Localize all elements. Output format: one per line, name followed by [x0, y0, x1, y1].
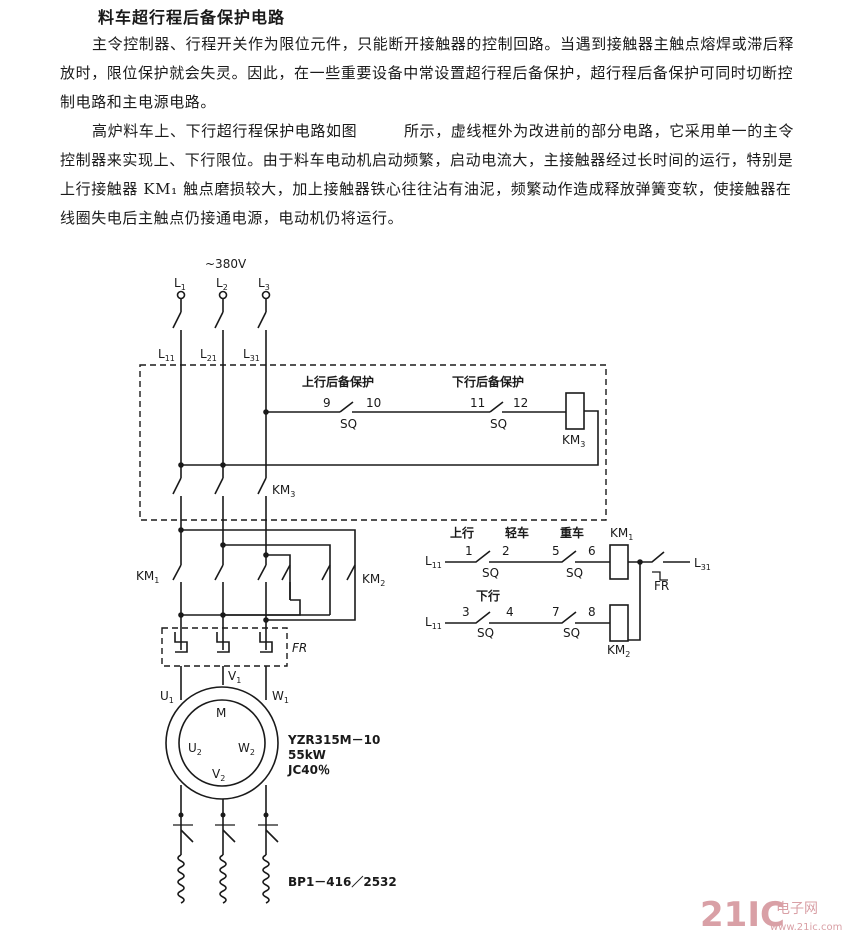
motor-duty: JC40％ — [287, 763, 330, 777]
phase-label-l1: L1 — [174, 276, 186, 292]
contact-8: 8 — [588, 605, 596, 619]
km1-coil — [609, 544, 629, 580]
resistor-label: BP1－416／2532 — [288, 874, 397, 889]
down-backup-label: 下行后备保护 — [452, 374, 524, 389]
line-l31: L31 — [694, 556, 711, 572]
heavy-load-label: 重车 — [560, 525, 584, 540]
contact-1: 1 — [465, 544, 473, 558]
motor-outer — [165, 686, 279, 800]
km1-contact-label: KM1 — [136, 569, 159, 585]
contact-11: 11 — [470, 396, 485, 410]
sq-down-label: SQ — [477, 626, 494, 640]
line-l11-upper: L11 — [425, 554, 442, 570]
fr-heaters — [174, 632, 273, 653]
light-load-label: 轻车 — [505, 525, 529, 540]
contact-9: 9 — [323, 396, 331, 410]
branch-label-l21: L21 — [200, 347, 217, 363]
phase-label-l2: L2 — [216, 276, 228, 292]
contact-6: 6 — [588, 544, 596, 558]
terminal-w1: W1 — [272, 689, 289, 705]
motor-rotor — [178, 699, 266, 787]
branch-label-l11: L11 — [158, 347, 175, 363]
main-switch — [172, 299, 267, 470]
contact-5: 5 — [552, 544, 560, 558]
rotor-switches — [173, 812, 279, 843]
terminal-l2 — [218, 290, 228, 300]
phase-label-l3: L3 — [258, 276, 270, 292]
km3-main-contacts — [172, 470, 267, 560]
svg-text:电子网: 电子网 — [776, 901, 818, 917]
sq-up-backup-label: SQ — [340, 417, 357, 431]
terminal-v2: V2 — [212, 767, 225, 783]
sq-down-heavy-label: SQ — [563, 626, 580, 640]
down-label: 下行 — [476, 588, 500, 603]
contact-12: 12 — [513, 396, 528, 410]
up-backup-label: 上行后备保护 — [302, 374, 374, 389]
up-label: 上行 — [450, 525, 474, 540]
branch-label-l31: L31 — [243, 347, 260, 363]
km1-coil-top-label: KM1 — [610, 526, 633, 542]
km2-coil-label: KM2 — [607, 643, 630, 659]
km3-coil-label: KM3 — [562, 433, 585, 449]
contact-2: 2 — [502, 544, 510, 558]
contact-3: 3 — [462, 605, 470, 619]
motor-label: M — [216, 706, 226, 720]
page-title: 料车超行程后备保护电路 — [98, 8, 286, 27]
motor-model: YZR315M－10 — [287, 733, 380, 747]
terminal-l3 — [261, 290, 271, 300]
contact-10: 10 — [366, 396, 381, 410]
terminal-w2: W2 — [238, 741, 255, 757]
watermark-logo: 21IC 电子网 www.21ic.com — [700, 895, 842, 935]
km3-coil — [565, 392, 585, 430]
svg-text:www.21ic.com: www.21ic.com — [770, 922, 842, 933]
km2-coil — [609, 604, 629, 642]
motor-power: 55kW — [288, 748, 326, 762]
supply-label: ~380V — [205, 257, 247, 271]
km2-contact-label: KM2 — [362, 572, 385, 588]
km3-contact-label: KM3 — [272, 483, 295, 499]
terminal-v1: V1 — [228, 669, 241, 685]
sq-down-backup-label: SQ — [490, 417, 507, 431]
paragraph-description: 高炉料车上、下行超行程保护电路如图 所示，虚线框外为改进前的部分电路，它采用单一… — [60, 122, 795, 227]
svg-text:21IC: 21IC — [700, 895, 785, 935]
terminal-u1: U1 — [160, 689, 174, 705]
paragraph-intro: 主令控制器、行程开关作为限位元件，只能断开接触器的控制回路。当遇到接触器主触点熔… — [60, 35, 795, 111]
fr-contact-label: FR — [654, 579, 669, 593]
rotor-resistors — [177, 854, 270, 904]
fr-relay-box — [161, 627, 288, 667]
terminal-l1 — [176, 290, 186, 300]
terminal-u2: U2 — [188, 741, 202, 757]
sq-up-light-label: SQ — [482, 566, 499, 580]
line-l11-lower: L11 — [425, 615, 442, 631]
fr-relay-label: FR — [292, 641, 307, 655]
contact-7: 7 — [552, 605, 560, 619]
contact-4: 4 — [506, 605, 514, 619]
reversing-contacts — [172, 527, 356, 650]
improvement-dashed-box — [139, 364, 607, 521]
sq-heavy-label: SQ — [566, 566, 583, 580]
